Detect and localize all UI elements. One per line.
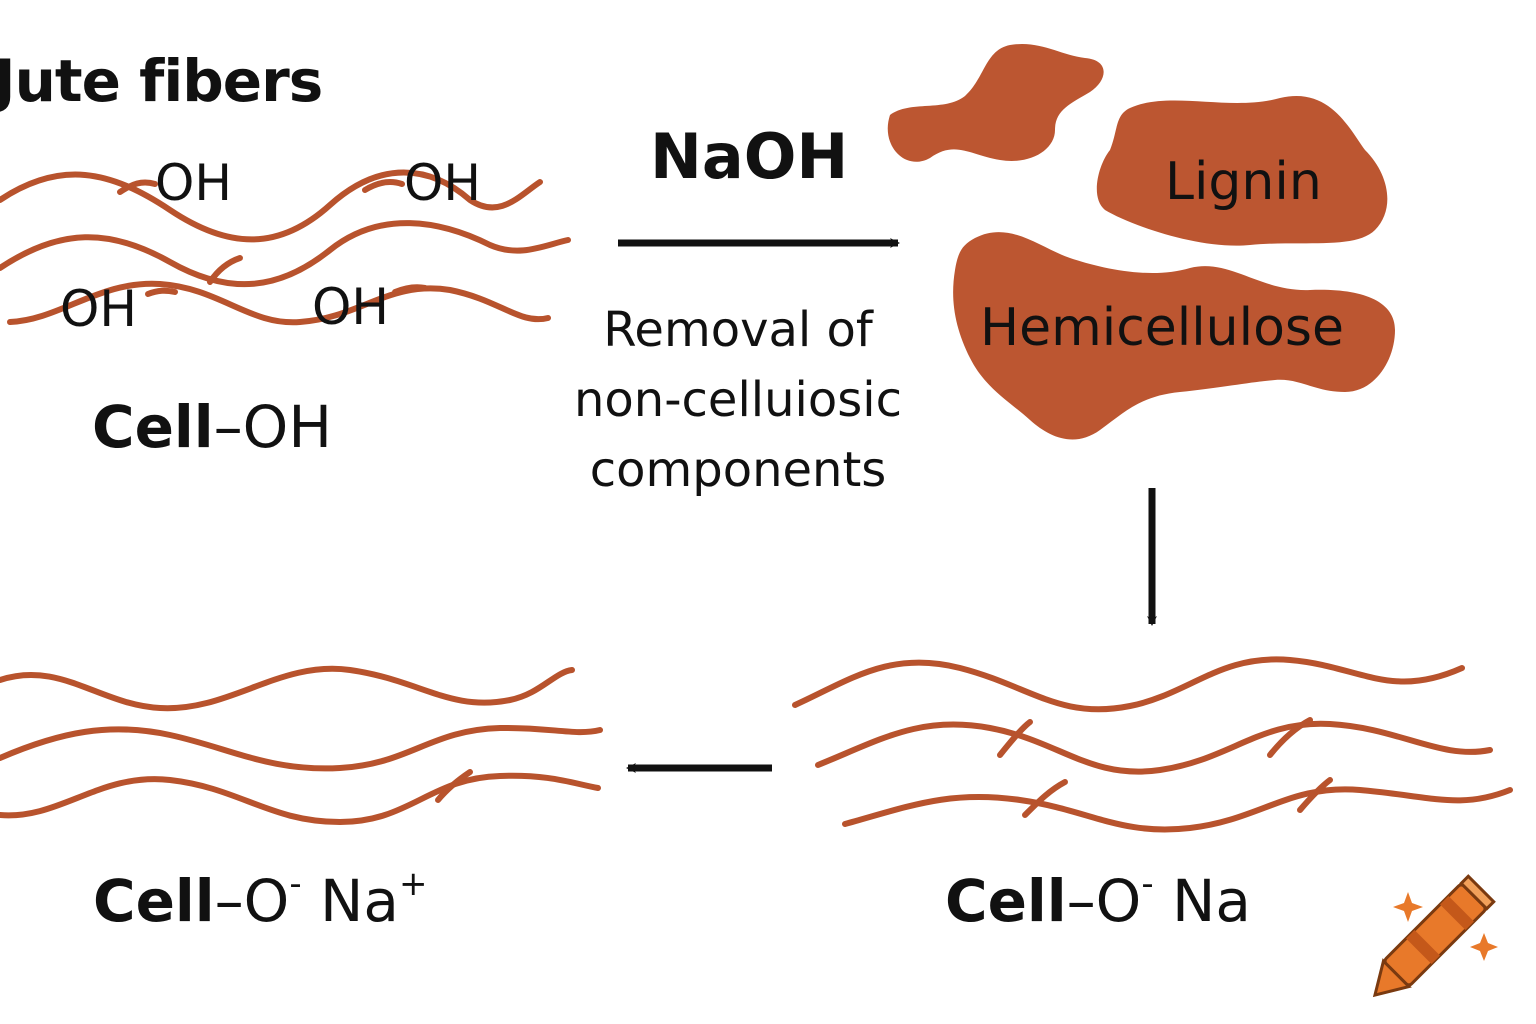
treated-fiber-bundle [792, 656, 1513, 833]
fiber-strand [815, 720, 1493, 775]
hemicellulose-blob [953, 232, 1395, 440]
formula-group: –OH [213, 393, 332, 461]
hydroxyl-label: OH [155, 154, 232, 212]
hydroxyl-label: OH [312, 278, 389, 336]
final-fiber-bundle [0, 665, 603, 826]
diagram-title: Jute fibers [0, 47, 323, 115]
fiber-crosslink [362, 179, 405, 193]
fiber-strand [0, 169, 543, 243]
fiber-strand [0, 724, 603, 772]
charge-sign: + [398, 864, 428, 904]
fiber-crosslink [392, 284, 428, 295]
fiber-strand [0, 665, 575, 712]
fiber-strand [0, 220, 571, 288]
hydroxyl-label: OH [404, 154, 481, 212]
reagent-label: NaOH [650, 120, 849, 193]
fiber-crosslink [1267, 717, 1313, 758]
hydroxyl-label: OH [60, 280, 137, 338]
fiber-strand [792, 656, 1465, 713]
formula-prefix: Cell [92, 393, 214, 461]
cellulose-hydroxyl-formula: Cell–OH [92, 398, 332, 456]
lignin-blob [1096, 95, 1388, 246]
fiber-crosslink [207, 255, 243, 285]
fiber-strand [7, 280, 551, 326]
fiber-crosslink [1022, 779, 1068, 818]
fiber-crosslink [997, 719, 1033, 758]
fiber-crosslink [1297, 777, 1333, 813]
fiber-crosslink [117, 179, 158, 195]
formula-group: –O [1066, 867, 1142, 935]
hemicellulose-label: Hemicellulose [980, 298, 1344, 358]
fiber-strand [842, 786, 1513, 833]
sparkle-icon [1393, 892, 1498, 961]
crayon-icon [1372, 874, 1496, 998]
sodium-cellulose-formula: Cell–O- Na+ [93, 867, 427, 930]
fiber-crosslink [435, 769, 473, 803]
lignin-fragment-blob [887, 43, 1104, 162]
alkoxide-formula: Cell–O- Na [945, 867, 1251, 930]
charge-sign: - [289, 864, 302, 904]
process-description: Removal of non-celluiosic components [574, 302, 902, 498]
charge-sign: - [1141, 864, 1154, 904]
fiber-strand [0, 772, 601, 826]
raw-fiber-bundle [0, 169, 571, 326]
lignin-label: Lignin [1165, 152, 1322, 212]
counter-ion: Na [301, 867, 399, 935]
formula-group: –O [214, 867, 290, 935]
fiber-crosslink [145, 287, 178, 297]
counter-ion: Na [1153, 867, 1251, 935]
formula-prefix: Cell [93, 867, 215, 935]
formula-prefix: Cell [945, 867, 1067, 935]
